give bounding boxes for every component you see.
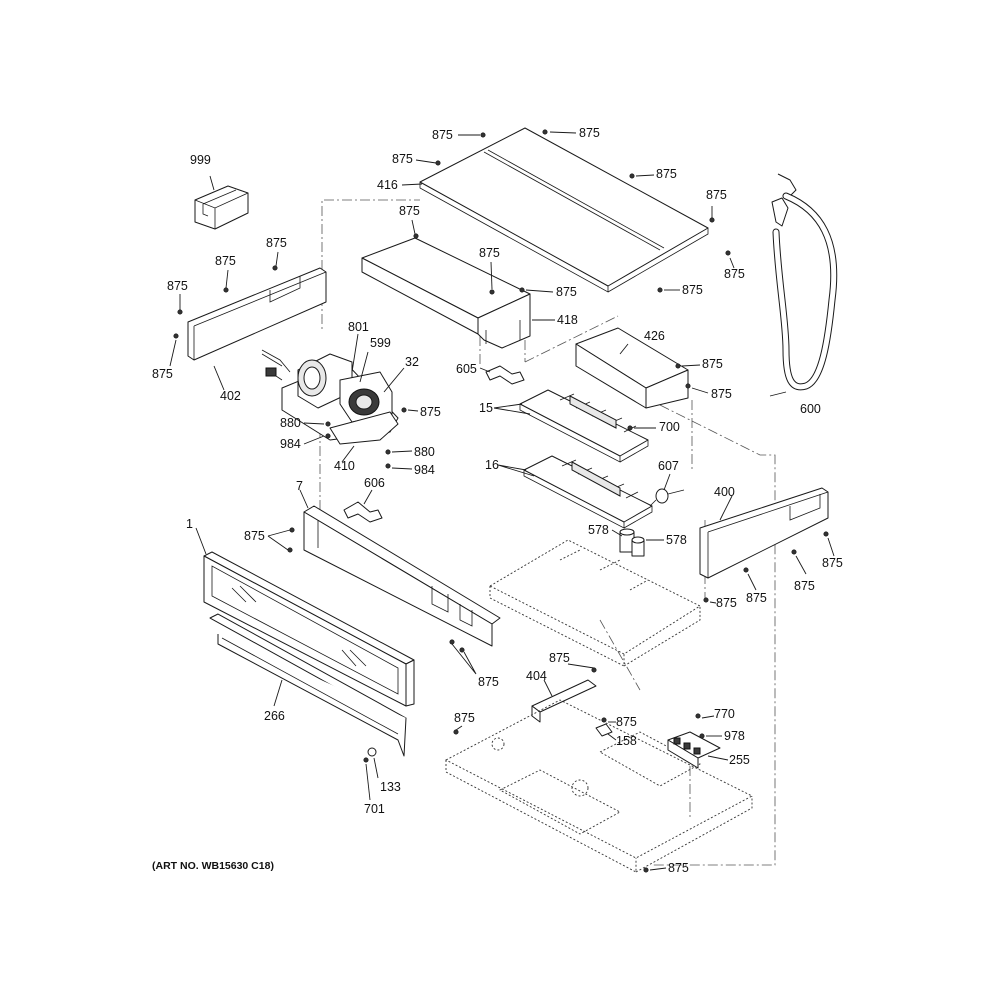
callout-402: 402 bbox=[220, 389, 241, 403]
callout-607: 607 bbox=[658, 459, 679, 473]
callout-875: 875 bbox=[549, 651, 570, 665]
callout-15: 15 bbox=[479, 401, 493, 415]
callout-875: 875 bbox=[479, 246, 500, 260]
part-133-701-fastener bbox=[363, 747, 377, 763]
callout-875: 875 bbox=[682, 283, 703, 297]
part-402-side-panel bbox=[187, 267, 327, 361]
part-400-side-panel bbox=[699, 487, 829, 579]
callout-875: 875 bbox=[746, 591, 767, 605]
callout-875: 875 bbox=[152, 367, 173, 381]
callout-255: 255 bbox=[729, 753, 750, 767]
callout-875: 875 bbox=[716, 596, 737, 610]
part-999-box bbox=[194, 185, 249, 230]
callout-426: 426 bbox=[644, 329, 665, 343]
callout-875: 875 bbox=[167, 279, 188, 293]
callout-880: 880 bbox=[414, 445, 435, 459]
part-426-bracket bbox=[575, 327, 689, 409]
callout-770: 770 bbox=[714, 707, 735, 721]
callout-880: 880 bbox=[280, 416, 301, 430]
callout-16: 16 bbox=[485, 458, 499, 472]
callout-875: 875 bbox=[399, 204, 420, 218]
callout-875: 875 bbox=[432, 128, 453, 142]
callout-978: 978 bbox=[724, 729, 745, 743]
callout-410: 410 bbox=[334, 459, 355, 473]
part-1-glass-panel bbox=[203, 551, 415, 707]
part-7-control-panel-frame bbox=[303, 505, 501, 647]
callout-606: 606 bbox=[364, 476, 385, 490]
callout-875: 875 bbox=[579, 126, 600, 140]
callout-801: 801 bbox=[348, 320, 369, 334]
callout-578: 578 bbox=[588, 523, 609, 537]
callout-605: 605 bbox=[456, 362, 477, 376]
callout-404: 404 bbox=[526, 669, 547, 683]
part-600-power-cord bbox=[771, 173, 838, 391]
callout-158: 158 bbox=[616, 734, 637, 748]
callout-875: 875 bbox=[656, 167, 677, 181]
callout-875: 875 bbox=[794, 579, 815, 593]
callout-416: 416 bbox=[377, 178, 398, 192]
callout-875: 875 bbox=[478, 675, 499, 689]
part-416-top-panel bbox=[419, 127, 709, 293]
callout-1: 1 bbox=[186, 517, 193, 531]
callout-999: 999 bbox=[190, 153, 211, 167]
callout-32: 32 bbox=[405, 355, 419, 369]
callout-875: 875 bbox=[706, 188, 727, 202]
callout-984: 984 bbox=[280, 437, 301, 451]
part-16-control-board-lower bbox=[523, 455, 653, 529]
part-266-trim bbox=[209, 613, 407, 757]
callout-400: 400 bbox=[714, 485, 735, 499]
part-15-control-board-upper bbox=[519, 389, 649, 463]
callout-578: 578 bbox=[666, 533, 687, 547]
callout-875: 875 bbox=[244, 529, 265, 543]
part-404-bracket bbox=[531, 679, 597, 723]
callout-418: 418 bbox=[557, 313, 578, 327]
art-number-label: (ART NO. WB15630 C18) bbox=[152, 860, 274, 872]
part-418-cover bbox=[361, 237, 531, 349]
part-158-bracket bbox=[595, 723, 613, 737]
callout-875: 875 bbox=[420, 405, 441, 419]
part-605-wire-clip bbox=[485, 365, 525, 385]
oven-top-panel-dotted bbox=[489, 539, 701, 667]
callout-875: 875 bbox=[556, 285, 577, 299]
callout-875: 875 bbox=[215, 254, 236, 268]
callout-leaders bbox=[169, 131, 835, 871]
callout-875: 875 bbox=[702, 357, 723, 371]
callout-599: 599 bbox=[370, 336, 391, 350]
callout-875: 875 bbox=[616, 715, 637, 729]
callout-701: 701 bbox=[364, 802, 385, 816]
part-255-terminal-block bbox=[667, 731, 721, 769]
callout-875: 875 bbox=[822, 556, 843, 570]
part-607-sensor bbox=[649, 488, 685, 507]
part-606-wire-clip bbox=[343, 501, 383, 523]
callout-984: 984 bbox=[414, 463, 435, 477]
callout-875: 875 bbox=[724, 267, 745, 281]
part-578-capacitors bbox=[619, 528, 645, 557]
fastener-screws bbox=[173, 129, 829, 873]
callout-600: 600 bbox=[800, 402, 821, 416]
callout-875: 875 bbox=[711, 387, 732, 401]
callout-875: 875 bbox=[668, 861, 689, 875]
callout-133: 133 bbox=[380, 780, 401, 794]
oven-bottom-panel-dotted bbox=[445, 699, 753, 873]
callout-875: 875 bbox=[392, 152, 413, 166]
callout-875: 875 bbox=[266, 236, 287, 250]
callout-875: 875 bbox=[454, 711, 475, 725]
callout-266: 266 bbox=[264, 709, 285, 723]
part-32-fan-assembly bbox=[261, 349, 399, 445]
callout-7: 7 bbox=[296, 479, 303, 493]
callout-700: 700 bbox=[659, 420, 680, 434]
